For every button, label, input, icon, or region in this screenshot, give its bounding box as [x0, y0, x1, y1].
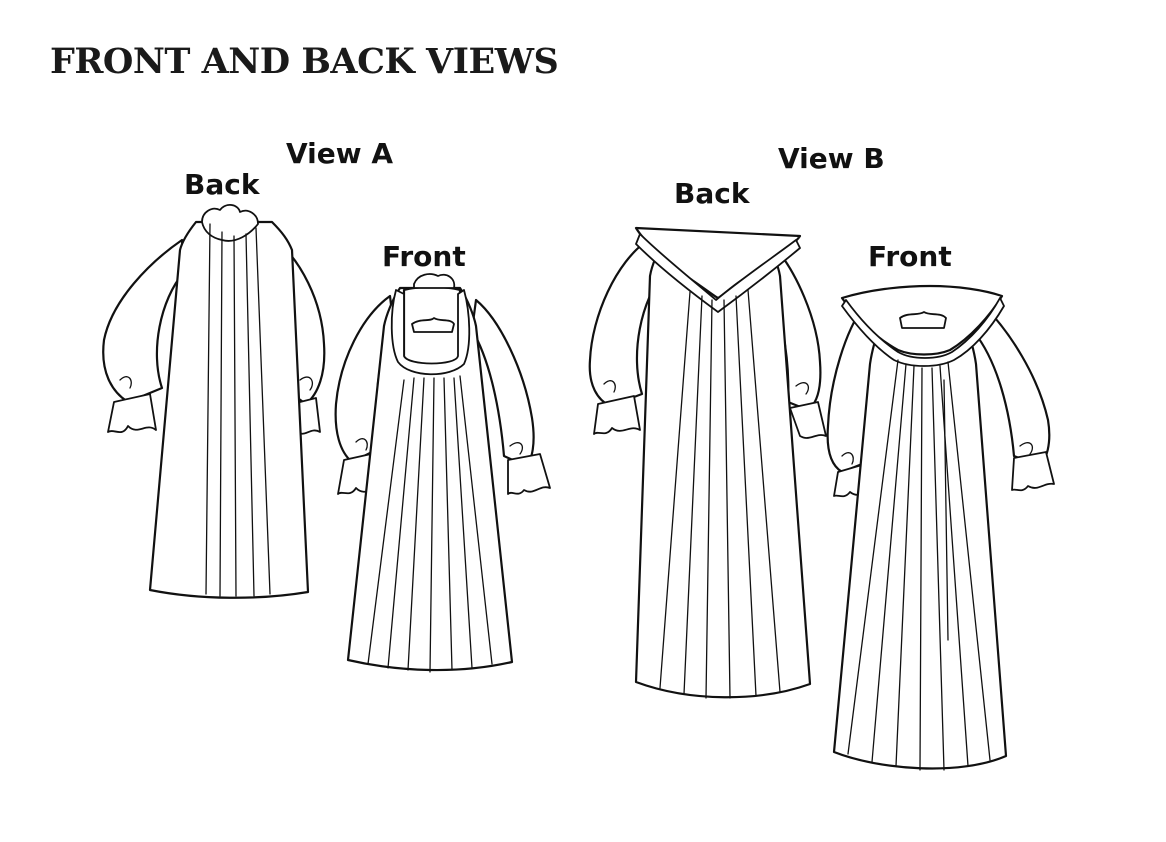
view-a-back-collar-ruffle	[201, 204, 259, 242]
view-b-front-gown	[826, 284, 1055, 771]
view-b-front-label: Front	[868, 240, 952, 273]
view-b-back-gown	[588, 226, 827, 699]
view-b-front-collar-ruffle	[841, 297, 1005, 367]
view-a-front-gown	[334, 273, 551, 673]
page-title: FRONT AND BACK VIEWS	[50, 41, 559, 82]
view-a-back-label: Back	[184, 168, 260, 201]
view-a-front-label: Front	[382, 240, 466, 273]
view-a-label: View A	[286, 137, 394, 170]
view-a-front-body	[346, 286, 514, 672]
view-b-back-left-sleeve	[588, 238, 668, 408]
view-a-front-chest-ruffle	[411, 317, 455, 333]
view-b-back-left-cuff	[593, 395, 641, 435]
view-b-back-label: Back	[674, 177, 750, 210]
view-b-back-right-cuff	[789, 401, 827, 439]
view-b-front-chest-ruffle	[899, 311, 947, 329]
view-a-back-left-sleeve	[102, 238, 186, 404]
view-b-front-right-cuff	[1011, 451, 1055, 492]
view-b-back-cape-ruffle	[635, 233, 801, 313]
view-a-front-yoke-ruffle	[390, 289, 471, 376]
view-a-back-left-cuff	[107, 393, 157, 434]
view-a-front-collar-ruffle	[413, 273, 456, 289]
view-a-front-right-cuff	[507, 453, 551, 495]
view-a-back-gown	[102, 204, 326, 599]
view-b-label: View B	[778, 142, 885, 175]
view-a-back-body	[148, 220, 310, 599]
